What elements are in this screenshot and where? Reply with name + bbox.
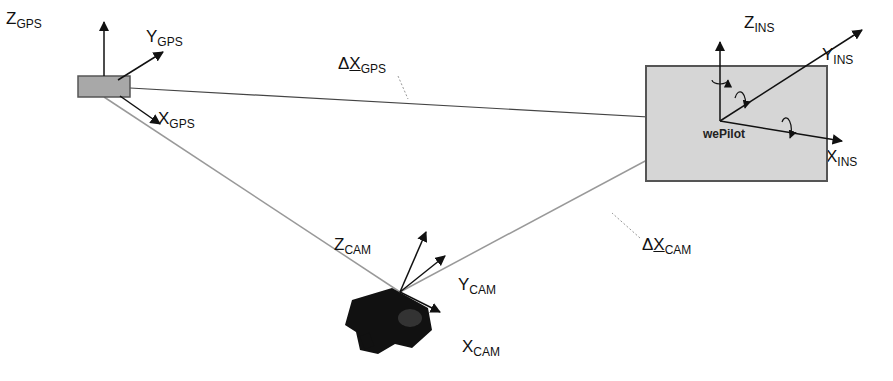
axis-label: YGPS [146, 28, 183, 48]
ins-unit: wePilot [645, 65, 828, 182]
axis-label: ZINS [744, 14, 774, 34]
axis-label: XCAM [462, 338, 500, 358]
camera-illustration [345, 288, 432, 354]
axis-arrow [400, 292, 440, 312]
axis-label: ZCAM [334, 236, 371, 256]
leader-line [612, 213, 640, 238]
leader-line [398, 76, 408, 99]
axis-arrow [118, 52, 163, 80]
axis-arrow [120, 96, 160, 124]
axis-label: XINS [826, 148, 857, 168]
axis-arrow [103, 22, 105, 76]
gps-cam-line [104, 97, 400, 292]
axis-label: ΔXGPS [338, 55, 386, 75]
gps-antenna [78, 76, 130, 97]
axis-label: ZGPS [6, 10, 42, 30]
axis-label: XGPS [158, 110, 195, 130]
axis-arrow [400, 256, 445, 292]
axis-label: ΔXCAM [642, 236, 691, 256]
axis-arrow [400, 232, 426, 292]
axis-label: YCAM [458, 276, 496, 296]
axis-label: YINS [822, 46, 853, 66]
gps-ins-line [130, 88, 720, 121]
device-label: wePilot [703, 127, 745, 141]
